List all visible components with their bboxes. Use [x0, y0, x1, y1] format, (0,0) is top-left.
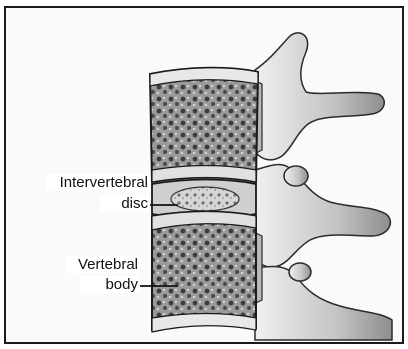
intervertebral-disc-label-line2: disc — [100, 195, 150, 212]
upper-vertebral-body — [150, 68, 258, 182]
lower-vertebral-body — [152, 212, 256, 333]
vertebral-body-label: Vertebral — [66, 256, 140, 273]
vertebral-body-label-line2: body — [80, 276, 140, 293]
intervertebral-disc-label: Intervertebral — [46, 174, 150, 191]
